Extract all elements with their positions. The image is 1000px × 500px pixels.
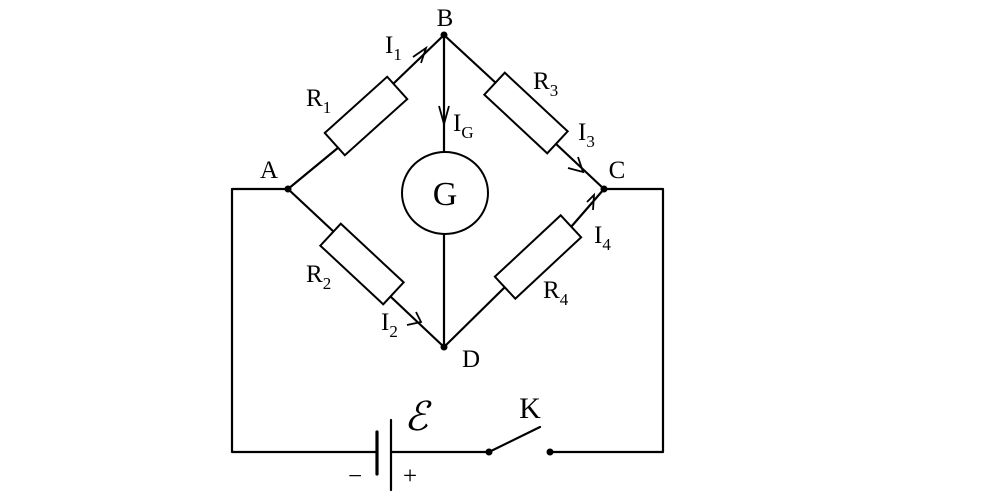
current-i1-label: I1 [385,32,402,64]
wire-r3-c [553,141,606,191]
battery-minus-label: − [348,463,362,490]
node-d-label: D [462,346,480,373]
resistor-r1-label: R1 [306,85,331,117]
battery-plus-label: + [403,463,417,490]
right-outer-wire [548,187,665,454]
node-b [440,31,448,39]
node-c-label: C [609,157,626,184]
wire-r1-b [391,33,446,86]
switch-terminal-right [546,448,554,456]
current-arrow-i3 [567,156,585,174]
resistor-r1 [323,75,409,157]
node-b-label: B [437,5,454,32]
resistor-r4-label: R4 [543,277,569,309]
current-arrow-i1 [412,45,428,64]
current-ig-label: IG [453,110,474,142]
left-outer-wire [230,187,379,454]
current-arrow-i4 [586,192,596,211]
galvanometer-circle [401,151,489,235]
switch-label: K [519,392,541,425]
galvanometer-label: G [433,176,458,213]
current-arrow-i2 [406,311,423,326]
switch-blade [487,425,542,454]
node-a-label: A [260,157,278,184]
wire-a-r2 [286,187,336,234]
resistor-r4 [493,213,583,301]
resistor-r2 [318,222,406,306]
node-c [600,185,608,193]
wire-b-r3 [442,33,499,86]
wire-r4-c [569,187,606,229]
wire-a-r1 [286,145,341,191]
node-d [440,343,448,351]
emf-symbol: ℰ [404,394,432,439]
current-i2-label: I2 [381,309,398,341]
wire-d-r4 [442,285,507,349]
resistor-r3-label: R3 [533,68,558,100]
resistor-r3 [482,71,570,155]
current-arrow-ig [438,105,450,128]
resistor-r2-label: R2 [306,261,331,293]
current-i3-label: I3 [578,119,595,151]
current-i4-label: I4 [594,222,611,254]
switch-terminal-left [485,448,493,456]
node-a [284,185,292,193]
